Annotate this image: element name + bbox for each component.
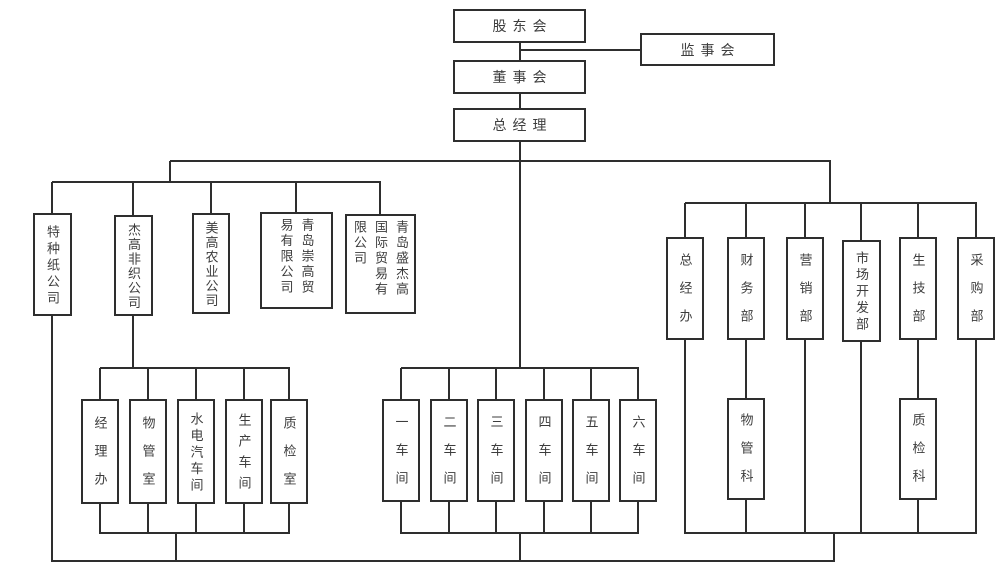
node-subsidiary-chonggao-trading-label: 青岛崇高贸易有限公司 [278, 218, 315, 296]
node-workshop-2-label: 二车间 [441, 414, 457, 499]
node-production-workshop-label: 生产车间 [236, 412, 252, 497]
node-quality-inspection-room: 质检室 [270, 399, 308, 504]
node-workshop-5-label: 五车间 [583, 414, 599, 499]
node-general-manager-label: 总经理 [492, 119, 553, 134]
node-workshop-3-label: 三车间 [488, 414, 504, 499]
node-board-of-directors-label: 董事会 [492, 71, 553, 86]
node-finance-dept-label: 财务部 [738, 252, 754, 337]
node-subsidiary-meigao-agriculture: 美高农业公司 [192, 213, 230, 314]
node-subsidiary-meigao-agriculture-label: 美高农业公司 [203, 221, 219, 308]
node-workshop-3: 三车间 [477, 399, 515, 502]
node-marketing-dept-label: 营销部 [797, 252, 813, 337]
node-workshop-5: 五车间 [572, 399, 610, 502]
node-workshop-2: 二车间 [430, 399, 468, 502]
node-subsidiary-jiegao-nonwoven-label: 杰高非织公司 [126, 223, 141, 310]
node-quality-inspection-section: 质检科 [899, 398, 937, 500]
node-production-tech-dept: 生技部 [899, 237, 937, 340]
node-general-manager: 总经理 [453, 108, 586, 142]
node-gm-office-label: 总经办 [677, 252, 693, 337]
node-workshop-4-label: 四车间 [536, 414, 552, 499]
node-production-workshop: 生产车间 [225, 399, 263, 504]
node-workshop-6-label: 六车间 [630, 414, 646, 499]
node-workshop-6: 六车间 [619, 399, 657, 502]
node-finance-dept: 财务部 [727, 237, 765, 340]
node-supervisory-board-label: 监事会 [680, 43, 741, 59]
node-board-of-directors: 董事会 [453, 60, 586, 94]
node-manager-office-label: 经理办 [92, 415, 108, 500]
node-workshop-1-label: 一车间 [393, 414, 409, 499]
node-subsidiary-shengjiegao-intl-trading-label: 青岛盛杰高国际贸易有限公司 [352, 220, 409, 298]
node-market-development-dept: 市场开发部 [842, 240, 881, 342]
node-quality-inspection-section-label: 质检科 [910, 413, 926, 497]
node-purchasing-dept: 采购部 [957, 237, 995, 340]
node-workshop-1: 一车间 [382, 399, 420, 502]
node-material-management-section: 物管科 [727, 398, 765, 500]
node-shareholders-label: 股东会 [492, 20, 553, 35]
node-subsidiary-shengjiegao-intl-trading: 青岛盛杰高国际贸易有限公司 [345, 214, 416, 314]
node-material-management-section-label: 物管科 [738, 413, 754, 497]
node-subsidiary-special-paper: 特种纸公司 [33, 213, 72, 316]
node-subsidiary-chonggao-trading: 青岛崇高贸易有限公司 [260, 212, 333, 309]
node-subsidiary-jiegao-nonwoven: 杰高非织公司 [114, 215, 153, 316]
node-utilities-workshop-label: 水电汽车间 [188, 411, 204, 495]
node-utilities-workshop: 水电汽车间 [177, 399, 215, 504]
node-material-management-room: 物管室 [129, 399, 167, 504]
node-supervisory-board: 监事会 [640, 33, 775, 66]
node-production-tech-dept-label: 生技部 [910, 252, 926, 337]
node-material-management-room-label: 物管室 [140, 415, 156, 500]
node-market-development-dept-label: 市场开发部 [854, 251, 869, 334]
node-gm-office: 总经办 [666, 237, 704, 340]
node-marketing-dept: 营销部 [786, 237, 824, 340]
node-workshop-4: 四车间 [525, 399, 563, 502]
node-quality-inspection-room-label: 质检室 [281, 415, 297, 500]
node-manager-office: 经理办 [81, 399, 119, 504]
node-purchasing-dept-label: 采购部 [968, 252, 984, 337]
node-shareholders: 股东会 [453, 9, 586, 43]
node-subsidiary-special-paper-label: 特种纸公司 [45, 224, 60, 308]
